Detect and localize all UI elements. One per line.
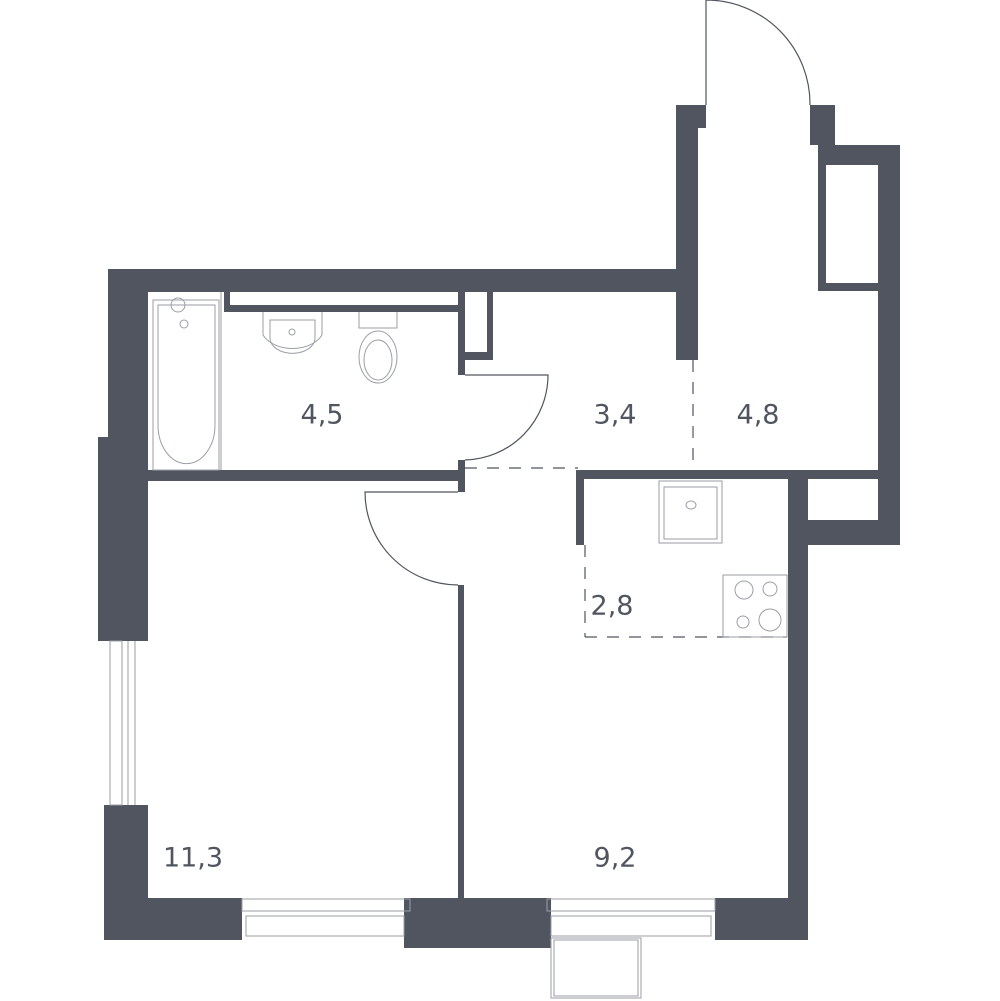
toilet-icon — [358, 312, 398, 329]
door-swings — [364, 0, 811, 586]
kitchen-sink-icon — [658, 480, 723, 544]
bathtub-icon — [152, 299, 220, 471]
fixtures — [152, 292, 788, 638]
room-area-living-room: 9,2 — [593, 842, 637, 874]
room-area-bedroom: 11,3 — [162, 842, 224, 874]
room-area-hallway: 3,4 — [593, 399, 637, 431]
room-area-bathroom: 4,5 — [300, 399, 344, 431]
walls — [98, 105, 900, 948]
zone-dividers — [465, 360, 787, 638]
room-area-kitchen: 2,8 — [590, 590, 634, 622]
windows — [109, 640, 716, 999]
stove-icon — [722, 574, 788, 638]
room-area-entry: 4,8 — [736, 399, 780, 431]
sink-icon — [262, 312, 323, 349]
